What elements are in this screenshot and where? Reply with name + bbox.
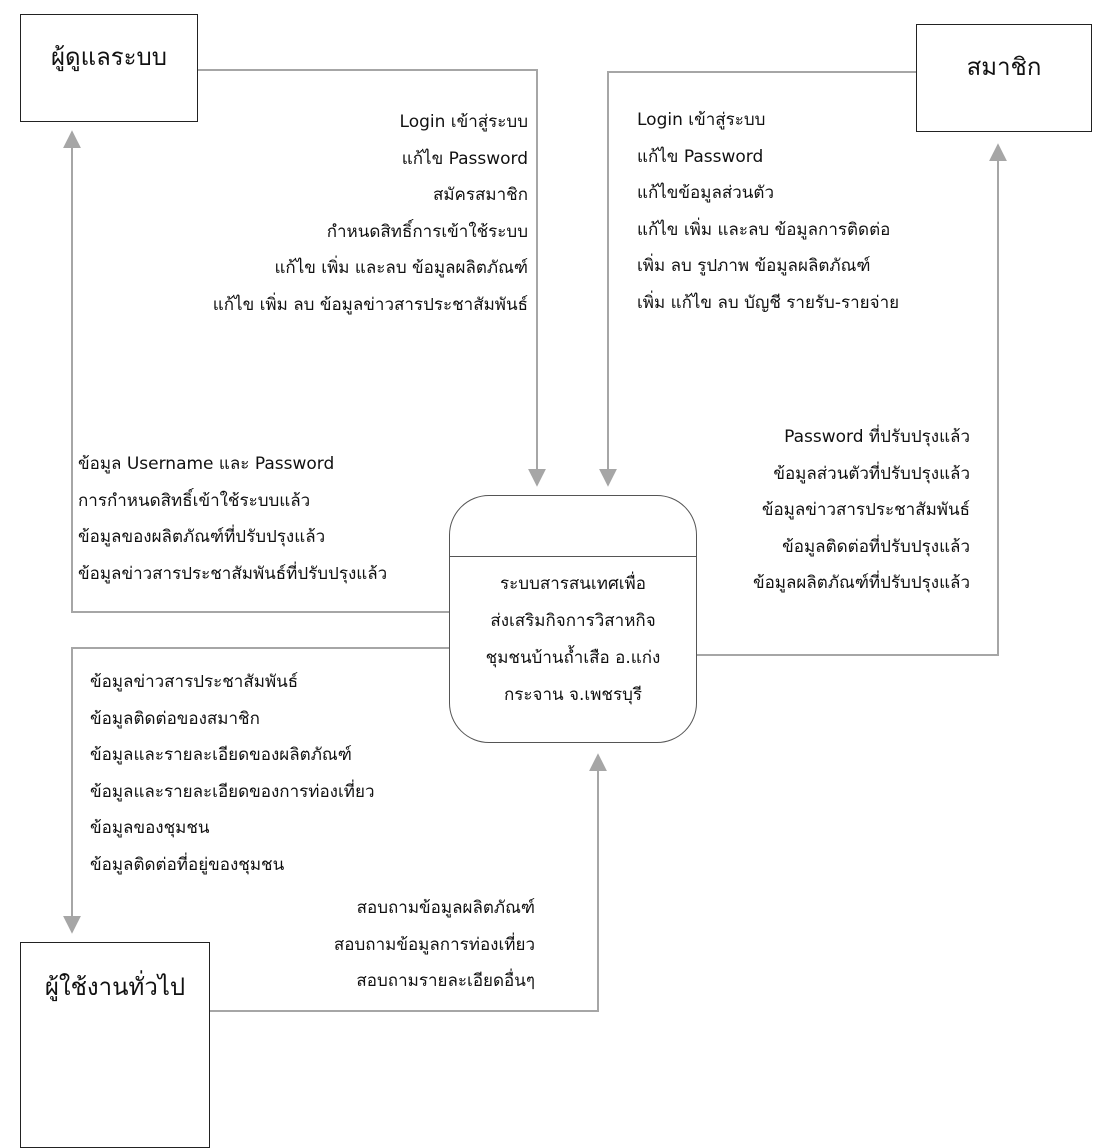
process-label: ระบบสารสนเทศเพื่อ ส่งเสริมกิจการวิสาหกิจ… [450,566,696,714]
entity-admin-label: ผู้ดูแลระบบ [50,43,168,71]
flow-label: ข้อมูลข่าวสารประชาสัมพันธ์ [761,500,970,521]
flow-label: ข้อมูลผลิตภัณฑ์ที่ปรับปรุงแล้ว [752,573,970,594]
flow-label: Login เข้าสู่ระบบ [637,110,766,130]
flow-admin-to-system: Login เข้าสู่ระบบ แก้ไข Password สมัครสม… [213,104,528,324]
flow-label: แก้ไข เพิ่ม และลบ ข้อมูลการติดต่อ [637,219,891,240]
flow-label: Password ที่ปรับปรุงแล้ว [784,427,970,447]
flow-label: ข้อมูลและรายละเอียดของการท่องเที่ยว [90,781,375,802]
flow-label: ข้อมูลของชุมชน [90,818,210,839]
flow-label: เพิ่ม แก้ไข ลบ บัญชี รายรับ-รายจ่าย [637,292,900,313]
flow-label: ข้อมูลข่าวสารประชาสัมพันธ์ที่ปรับปรุงแล้… [78,563,388,584]
entity-general-user-label: ผู้ใช้งานทั่วไป [44,973,186,1001]
process-line: ส่งเสริมกิจการวิสาหกิจ [490,611,656,631]
flow-system-to-admin: ข้อมูล Username และ Password การกำหนดสิท… [78,446,387,592]
flow-label: ข้อมูลติดต่อที่ปรับปรุงแล้ว [782,536,970,557]
flow-label: สอบถามรายละเอียดอื่นๆ [356,971,535,992]
flow-member-to-system: Login เข้าสู่ระบบ แก้ไข Password แก้ไขข้… [637,102,899,322]
flow-system-to-member: Password ที่ปรับปรุงแล้ว ข้อมูลส่วนตัวที… [753,419,970,602]
flow-label: ข้อมูลของผลิตภัณฑ์ที่ปรับปรุงแล้ว [78,527,326,548]
flow-line-system-to-user [63,647,449,934]
flow-label: สมัครสมาชิก [432,185,528,206]
entity-member: สมาชิก [916,24,1092,132]
flow-label: แก้ไข เพิ่ม และลบ ข้อมูลผลิตภัณฑ์ [274,258,528,279]
flow-label: ข้อมูลส่วนตัวที่ปรับปรุงแล้ว [773,463,970,484]
process-system: ระบบสารสนเทศเพื่อ ส่งเสริมกิจการวิสาหกิจ… [449,495,697,743]
flow-label: ข้อมูลติดต่อที่อยู่ของชุมชน [90,854,285,875]
entity-admin: ผู้ดูแลระบบ [20,14,198,122]
flow-label: แก้ไข Password [401,148,528,169]
flow-label: แก้ไข เพิ่ม ลบ ข้อมูลข่าวสารประชาสัมพันธ… [212,294,528,315]
flow-line-system-to-member [697,143,1007,656]
flow-label: ข้อมูลข่าวสารประชาสัมพันธ์ [90,672,299,692]
process-line: ระบบสารสนเทศเพื่อ [500,574,646,594]
flow-label: แก้ไข Password [637,146,764,167]
flow-label: ข้อมูล Username และ Password [78,454,335,474]
flow-system-to-user: ข้อมูลข่าวสารประชาสัมพันธ์ ข้อมูลติดต่อข… [90,664,375,884]
flow-label: เพิ่ม ลบ รูปภาพ ข้อมูลผลิตภัณฑ์ [637,256,871,277]
flow-label: การกำหนดสิทธิ์เข้าใช้ระบบแล้ว [78,490,311,511]
flow-label: แก้ไขข้อมูลส่วนตัว [637,183,775,204]
process-line: ชุมชนบ้านถ้ำเสือ อ.แก่ง [485,648,661,668]
flow-line-system-to-admin [63,130,449,613]
flow-line-admin-to-system [197,69,546,487]
flow-label: สอบถามข้อมูลการท่องเที่ยว [333,934,535,955]
process-divider [450,556,696,557]
entity-member-label: สมาชิก [966,53,1042,81]
flow-label: ข้อมูลและรายละเอียดของผลิตภัณฑ์ [90,745,352,766]
flow-line-user-to-system [210,753,607,1012]
flow-line-member-to-system [599,71,917,487]
process-line: กระจาน จ.เพชรบุรี [503,685,643,705]
entity-general-user: ผู้ใช้งานทั่วไป [20,942,210,1148]
flow-label: สอบถามข้อมูลผลิตภัณฑ์ [356,898,535,918]
flow-user-to-system: สอบถามข้อมูลผลิตภัณฑ์ สอบถามข้อมูลการท่อ… [334,890,535,1000]
flow-label: ข้อมูลติดต่อของสมาชิก [90,708,260,729]
flow-label: กำหนดสิทธิ์การเข้าใช้ระบบ [326,221,528,242]
flow-label: Login เข้าสู่ระบบ [399,112,528,132]
